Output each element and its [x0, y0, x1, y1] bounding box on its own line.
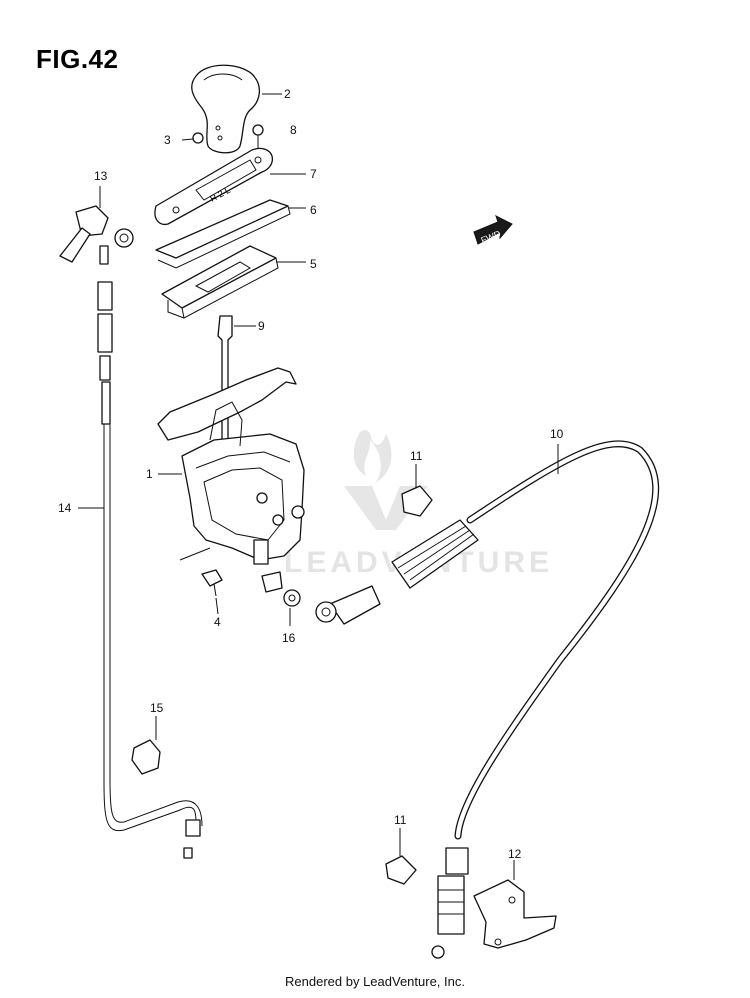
figure-title: FIG.42 [36, 44, 119, 74]
callout-13: 13 [94, 169, 108, 183]
callout-2: 2 [284, 87, 291, 101]
callout-11-lower: 11 [394, 813, 407, 827]
callout-12: 12 [508, 847, 522, 861]
fwd-arrow-icon: FWD [473, 215, 513, 245]
callout-9: 9 [258, 319, 265, 333]
screw-part-3 [181, 132, 204, 144]
cable-part-14 [97, 281, 203, 859]
callout-4: 4 [214, 615, 221, 629]
callout-6: 6 [310, 203, 317, 217]
leader-lines [78, 93, 559, 509]
bolt-part-4 [201, 569, 223, 615]
callout-11-upper: 11 [410, 449, 423, 463]
base-plate [161, 245, 279, 319]
switch-part-13 [59, 186, 134, 265]
callout-14: 14 [58, 501, 72, 515]
clip-part-11-lower [385, 828, 417, 885]
bracket-part-12 [473, 860, 557, 949]
clip-part-11-upper [401, 464, 433, 517]
gasket [155, 199, 291, 269]
shift-knob [191, 64, 260, 154]
callout-5: 5 [310, 257, 317, 271]
shifter-assembly [157, 367, 305, 565]
bushing-part-16 [261, 571, 301, 626]
callout-8: 8 [290, 123, 297, 137]
callout-15: 15 [150, 701, 164, 715]
render-credit: Rendered by LeadVenture, Inc. [285, 974, 465, 989]
callout-7: 7 [310, 167, 317, 181]
callout-10: 10 [550, 427, 564, 441]
callout-3: 3 [164, 133, 171, 147]
callout-1: 1 [146, 467, 153, 481]
cable-part-10 [315, 440, 660, 959]
indicator-plate: R 2 L [154, 147, 274, 226]
callout-16: 16 [282, 631, 296, 645]
clamp-part-15 [131, 716, 161, 775]
screw-part-8 [252, 124, 264, 152]
